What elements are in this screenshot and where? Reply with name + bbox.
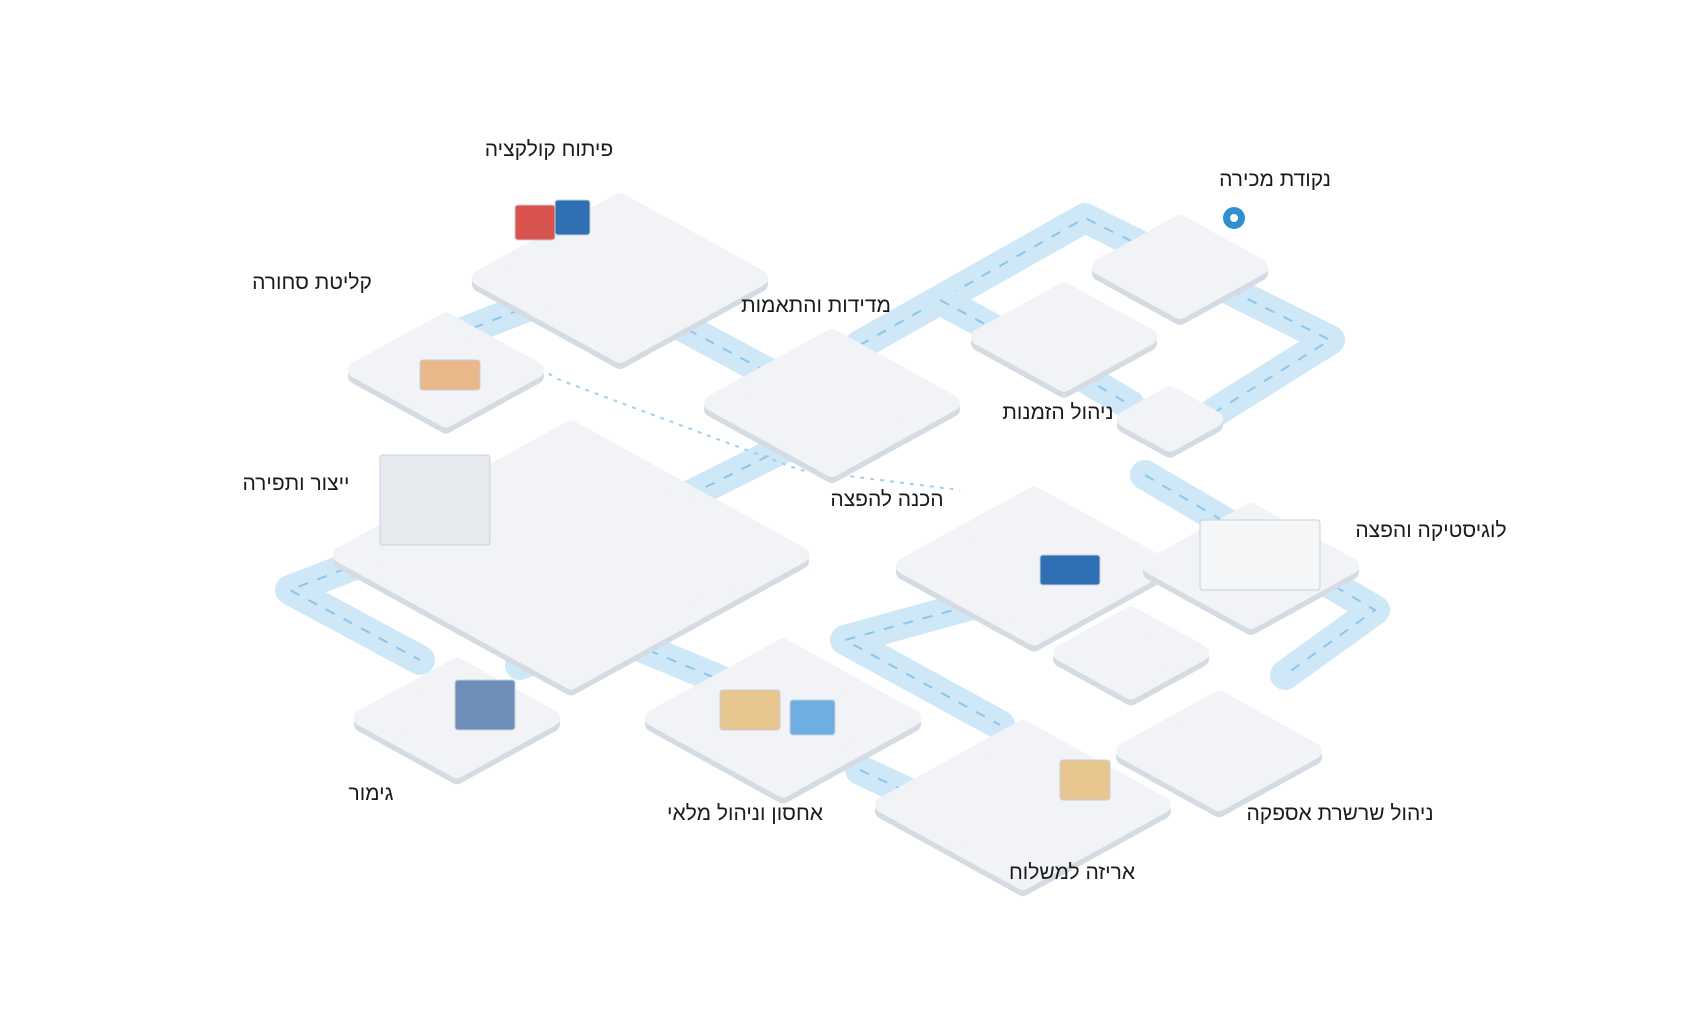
station-platform [1053,606,1209,700]
station-object [789,699,836,736]
station-platform [645,638,921,798]
path-dash-line [859,216,1333,413]
label-logistics-distribution: לוגיסטיקה והפצה [1355,519,1507,542]
station-object [1199,519,1321,591]
station-platform [704,329,960,477]
label-distribution-prep: הכנה להפצה [830,488,944,511]
station-object [514,204,556,241]
station-platform [1092,215,1268,319]
label-storage-inventory: אחסון וניהול מלאי [667,802,823,825]
station-object [419,359,481,391]
label-collection-development: פיתוח קולקציה [484,138,614,161]
station-object [454,679,516,731]
station-platform [1117,386,1223,452]
station-platform [1116,690,1322,812]
location-pin-center [1230,214,1238,222]
label-finishing: גימור [348,782,394,805]
station-platform [971,282,1157,392]
label-measurements-fitting: מדידות והתאמות [741,294,891,317]
path-dash-line [842,599,1001,726]
label-production-sewing: ייצור ותפירה [242,472,350,495]
label-packing-shipping: אריזה למשלוח [1008,861,1136,884]
station-object [1059,759,1111,801]
station-object [379,454,491,546]
label-point-of-sale: נקודת מכירה [1219,168,1331,191]
label-order-management: ניהול הזמנות [1002,401,1114,424]
label-goods-intake: קליטת סחורה [252,271,372,294]
label-supply-chain: ניהול שרשרת אספקה [1246,802,1434,825]
path-dash-line [669,319,811,396]
station-object [1039,554,1101,586]
station-object [554,199,591,236]
station-platform [896,486,1172,646]
station-object [719,689,781,731]
